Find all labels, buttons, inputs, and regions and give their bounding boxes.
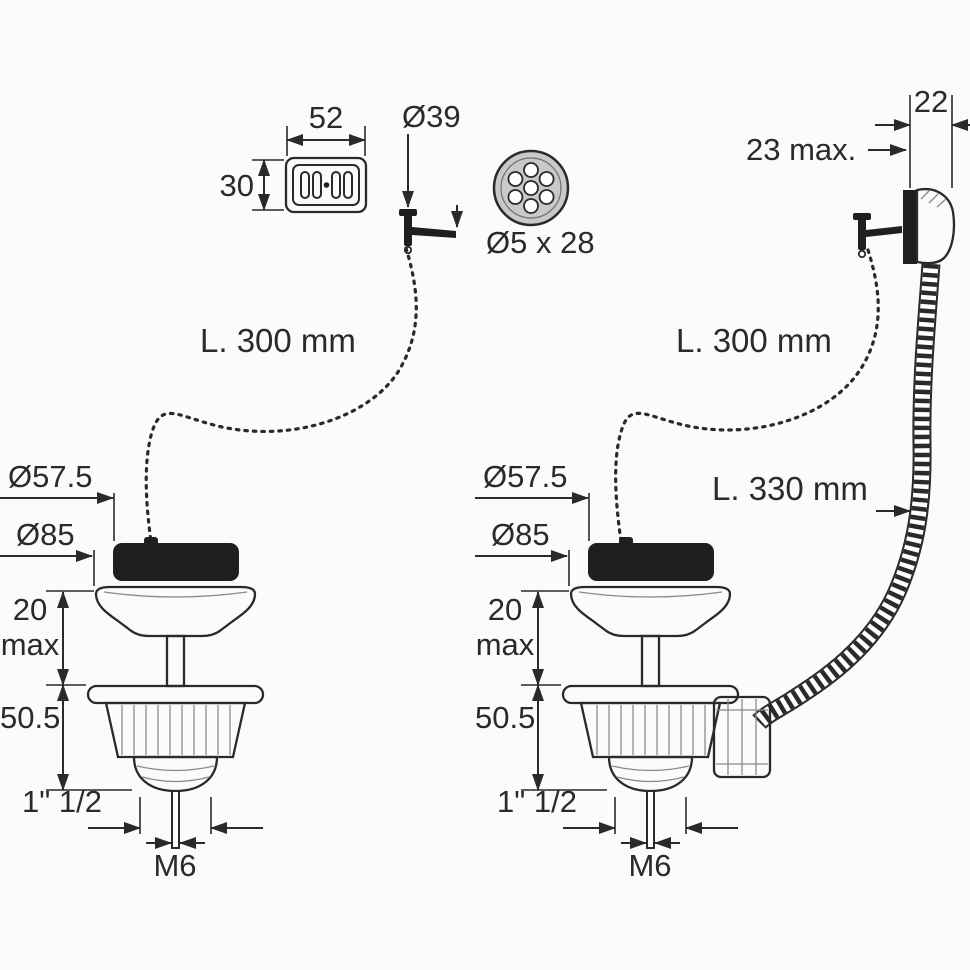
dim-plug-diameter-left: Ø57.5	[8, 459, 92, 494]
dim-outlet-thread-left: 1" 1/2	[22, 784, 102, 819]
dim-deck-max-unit-left: max	[1, 627, 60, 662]
dim-deck-max-unit-right: max	[476, 627, 535, 662]
toggle-pin-right	[853, 213, 902, 259]
dim-screw-left: M6	[153, 848, 196, 883]
dim-body-height-left: 50.5	[0, 700, 60, 735]
chain-length-left-label: L. 300 mm	[200, 322, 356, 359]
hose-length-label: L. 330 mm	[712, 470, 868, 507]
dim-housing-width: 22	[914, 84, 948, 119]
chain-right	[614, 248, 880, 543]
dim-pin-size: Ø5 x 28	[486, 225, 595, 260]
dim-body-height-right: 50.5	[475, 700, 535, 735]
dim-deck-max-value-right: 20	[488, 592, 522, 627]
dim-flange-diameter-right: Ø85	[491, 517, 550, 552]
chain-left	[144, 246, 418, 543]
hose-coupling-nut	[712, 695, 772, 779]
dim-outlet-thread-right: 1" 1/2	[497, 784, 577, 819]
overflow-housing-dimensions	[868, 95, 970, 188]
dim-flange-diameter-left: Ø85	[16, 517, 75, 552]
dim-housing-depth: 23 max.	[746, 132, 856, 167]
overflow-grate	[252, 126, 368, 214]
overflow-hose	[752, 263, 941, 729]
dim-grate-height: 30	[220, 168, 254, 203]
overflow-housing	[903, 187, 956, 265]
toggle-pin-left	[399, 209, 456, 255]
dim-strainer-diameter: Ø39	[402, 99, 461, 134]
chain-length-right-label: L. 300 mm	[676, 322, 832, 359]
dim-screw-right: M6	[628, 848, 671, 883]
strainer-grid	[492, 149, 570, 227]
dim-deck-max-value-left: 20	[13, 592, 47, 627]
dim-grate-width: 52	[309, 100, 343, 135]
dim-plug-diameter-right: Ø57.5	[483, 459, 567, 494]
